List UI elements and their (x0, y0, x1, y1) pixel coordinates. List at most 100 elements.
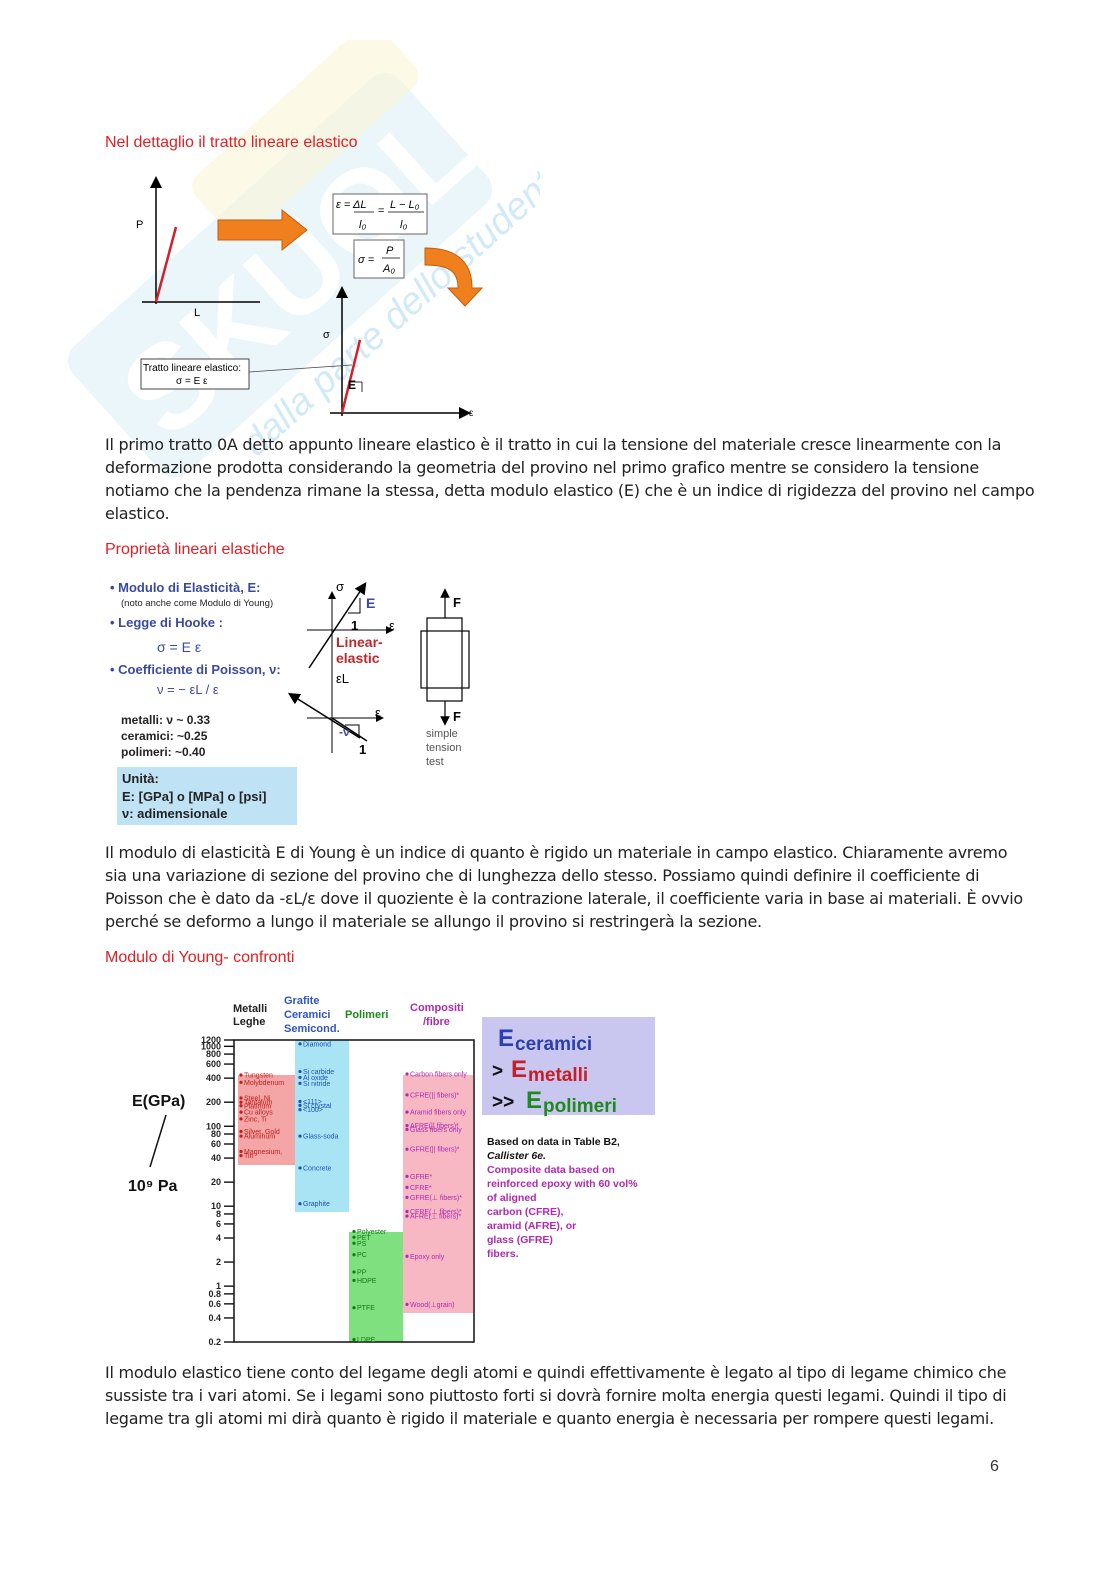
poisson-polymers: polimeri: ~0.40 (121, 745, 206, 759)
y-tick-label: 0.6 (208, 1299, 221, 1309)
material-label: Tantalum (244, 1100, 273, 1107)
material-label: Zinc, Ti (244, 1116, 267, 1123)
material-dot (405, 1174, 409, 1178)
svg-text:P: P (386, 245, 394, 257)
note-line: glass (GFRE) (487, 1234, 553, 1246)
material-label: Al oxide (303, 1075, 328, 1082)
units-e: E: [GPa] o [MPa] o [psi] (122, 789, 266, 804)
paragraph-line: Il modulo di elasticità E di Young è un … (105, 843, 1008, 862)
poisson-metals: metalli: ν ~ 0.33 (121, 713, 210, 727)
y-axis-label: E(GPa) (132, 1093, 185, 1110)
material-label: PTFE (357, 1305, 375, 1312)
plot-frame (233, 1039, 475, 1343)
material-label: <111> (303, 1099, 322, 1106)
paragraph-bonding: Il modulo elastico tiene conto del legam… (105, 1361, 1015, 1430)
material-label: Cu alloys (244, 1110, 273, 1117)
material-label: GFRE* (410, 1174, 432, 1181)
linear-label: Linear- (336, 634, 383, 650)
svg-text:σ: σ (336, 579, 344, 594)
paragraph-line: Il primo tratto 0A detto appunto lineare… (105, 435, 1002, 454)
material-dot (239, 1149, 243, 1154)
material-dot (352, 1270, 356, 1274)
section-heading-linear-elastic: Nel dettaglio il tratto lineare elastico (105, 134, 358, 151)
y-tick-label: 20 (211, 1177, 221, 1187)
y-tick-label: 1000 (201, 1041, 221, 1051)
hooke-equation: σ = E ε (157, 639, 201, 655)
units-nu: ν: adimensionale (122, 806, 227, 821)
note-line: Composite data based on (487, 1164, 615, 1176)
stress-formula-box (353, 239, 405, 279)
y-tick-label: 1200 (201, 1035, 221, 1045)
note-line: Callister 6e. (487, 1150, 546, 1162)
paragraph-line: sia una variazione di sezione del provin… (105, 866, 980, 885)
col-header-ceramics-2: Ceramici (284, 1009, 330, 1021)
material-label: CFRE(⊥ fibers)* (410, 1209, 462, 1216)
y-tick-label: 10 (211, 1201, 221, 1211)
l-label: L (194, 307, 200, 319)
material-dot (405, 1214, 409, 1218)
material-dot (352, 1306, 356, 1310)
strain-formula-box (332, 193, 428, 235)
material-dot (298, 1099, 302, 1104)
y-tick-label: 100 (206, 1121, 221, 1131)
modulus-title: • Modulo di Elasticità, E: (110, 580, 260, 595)
paragraph-linear-elastic: Il primo tratto 0A detto appunto lineare… (105, 433, 1035, 525)
col-header-composites-1: Compositi (410, 1002, 464, 1014)
poisson-equation: ν = − εL / ε (157, 682, 219, 697)
material-label: PS (357, 1241, 367, 1248)
svg-text:ε: ε (375, 705, 381, 720)
material-label: Steel, Ni (244, 1096, 271, 1103)
material-dot (239, 1153, 243, 1158)
col-header-metals-1: Metalli (233, 1003, 267, 1015)
material-dot (405, 1254, 409, 1258)
material-dot (239, 1096, 243, 1100)
material-label: Concrete (303, 1165, 332, 1172)
material-dot (298, 1166, 302, 1170)
col-header-metals-2: Leghe (233, 1016, 265, 1028)
p-l-line (154, 226, 178, 303)
curved-arrow-icon (424, 247, 484, 307)
compare-e-1: E (498, 1025, 514, 1052)
section-heading-elastic-properties: Proprietà lineari elastiche (105, 541, 285, 558)
material-dot (352, 1229, 356, 1234)
y-axis-unit: 10⁹ Pa (128, 1178, 178, 1195)
material-dot (405, 1195, 409, 1199)
y-tick-label: 400 (206, 1073, 221, 1083)
sigma-label: σ (323, 329, 330, 341)
compare-gt: > (492, 1061, 503, 1082)
elastic-properties-figure: • Modulo di Elasticità, E: (noto anche c… (110, 579, 470, 825)
material-label: Polyester (357, 1229, 387, 1236)
metals-band (238, 1075, 295, 1165)
force-label-top: F (453, 595, 461, 610)
y-tick-label: 4 (216, 1233, 221, 1243)
section-heading-young-comparison: Modulo di Young- confronti (105, 949, 295, 966)
units-title: Unità: (122, 771, 159, 786)
svg-text:σ =: σ = (358, 254, 375, 266)
material-dot (352, 1241, 356, 1245)
test-line-2: tension (426, 742, 461, 754)
poisson-title: • Coefficiente di Poisson, ν: (110, 662, 281, 677)
y-tick-label: 600 (206, 1059, 221, 1069)
note-line: carbon (CFRE), (487, 1206, 564, 1218)
material-dot (405, 1147, 409, 1151)
paragraph-line: perché se deformo a lungo il materiale s… (105, 912, 762, 931)
note-line: fibers. (487, 1248, 519, 1260)
y-tick-label: 6 (216, 1219, 221, 1229)
material-dot (298, 1075, 302, 1080)
material-label: Si nitride (303, 1081, 330, 1088)
material-dot (352, 1253, 356, 1257)
svg-text:A₀: A₀ (382, 263, 395, 275)
material-label: Diamond (303, 1041, 331, 1048)
material-label: Silver, Gold (244, 1129, 280, 1136)
material-label: CFRE(|| fibers)* (410, 1092, 459, 1099)
material-dot (239, 1073, 243, 1077)
y-tick-label: 0.4 (208, 1313, 221, 1323)
material-dot (405, 1127, 409, 1132)
material-label: Glass-soda (303, 1134, 339, 1141)
material-dot (298, 1042, 302, 1046)
right-arrow-icon (217, 208, 308, 252)
paragraph-line: legame tra gli atomi mi dirà quanto è ri… (105, 1409, 994, 1428)
paragraph-line: Poisson che è dato da -εL/ε dove il quoz… (105, 889, 1023, 908)
material-dot (239, 1134, 243, 1138)
